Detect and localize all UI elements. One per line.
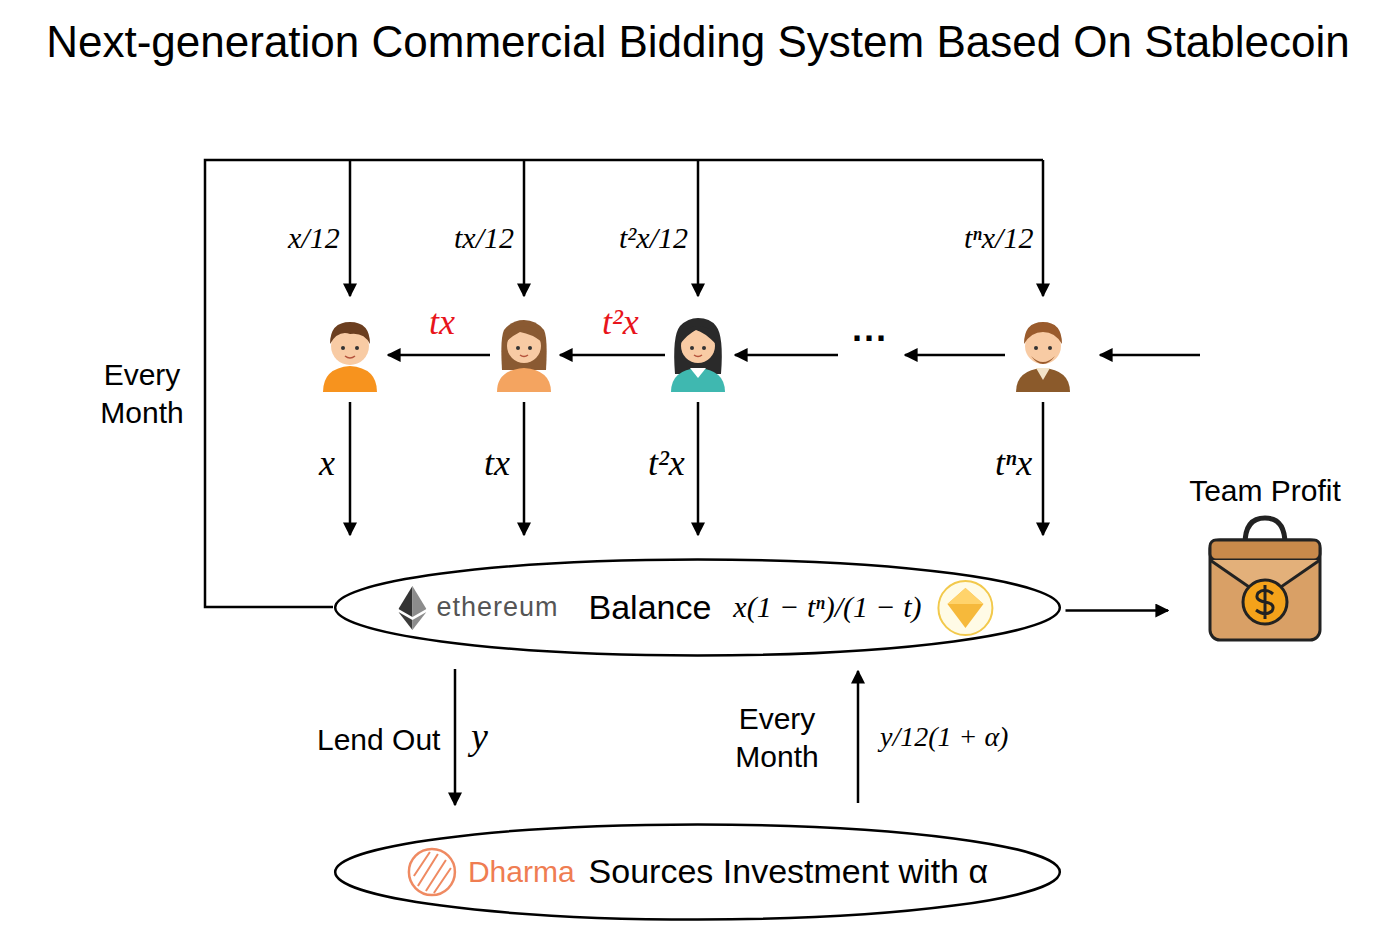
node-content-row: ethereum Balance x(1 − tⁿ)/(1 − t) xyxy=(398,578,995,638)
node-content-row: Dharma Sources Investment with α xyxy=(406,846,988,898)
ethereum-logo-art xyxy=(398,586,426,630)
math-label: tx/12 xyxy=(454,220,514,255)
person-icon xyxy=(671,318,725,392)
money-bag xyxy=(1200,512,1330,647)
flow-arrow xyxy=(857,671,860,803)
node-heading: Team Profit xyxy=(1172,472,1358,510)
edge-label: y/12(1 + α) xyxy=(878,720,1010,754)
person-icon xyxy=(323,322,377,392)
money-bag-art xyxy=(1200,512,1330,647)
stablecoin-logo xyxy=(936,578,996,638)
diagram-title: Next-generation Commercial Bidding Syste… xyxy=(40,12,1356,72)
math-label: tx xyxy=(484,443,510,484)
ellipse-node: ethereum Balance x(1 − tⁿ)/(1 − t) xyxy=(333,558,1062,657)
balance-formula: x(1 − tⁿ)/(1 − t) xyxy=(733,590,921,625)
bag-node: Team Profit xyxy=(1172,472,1358,647)
brand-text: ethereum xyxy=(436,592,558,623)
math-label: tⁿx/12 xyxy=(964,220,1033,255)
math-label: Lend Out xyxy=(317,722,440,757)
math-label: t²x xyxy=(648,443,685,484)
person-icon xyxy=(497,320,551,392)
note-text: Every Month xyxy=(88,356,196,432)
dharma-logo xyxy=(406,846,458,898)
math-label: x xyxy=(319,443,335,484)
math-label: x/12 xyxy=(288,220,340,255)
brand-text: Dharma xyxy=(468,855,575,890)
ethereum-logo xyxy=(398,586,426,630)
ellipse-node: Dharma Sources Investment with α xyxy=(333,823,1062,921)
transfer-amount: t²x xyxy=(602,302,639,343)
math-label: t²x/12 xyxy=(619,220,688,255)
monthly-loop-line xyxy=(205,160,1043,607)
flow-arrow xyxy=(1066,609,1169,612)
math-label: ··· xyxy=(852,318,888,359)
node-heading: Sources Investment with α xyxy=(589,852,988,891)
flow-arrow xyxy=(454,669,457,805)
math-label: tⁿx xyxy=(995,443,1032,484)
person-icon xyxy=(1016,322,1070,392)
edge-label: y xyxy=(469,714,490,760)
dharma-logo-art xyxy=(406,846,458,898)
node-heading: Balance xyxy=(588,588,711,627)
note-text: Every Month xyxy=(722,700,832,776)
deposit-arrows xyxy=(350,402,1043,535)
payout-arrows xyxy=(350,160,1043,296)
transfer-amount: tx xyxy=(429,302,455,343)
stablecoin-logo-art xyxy=(936,578,996,638)
